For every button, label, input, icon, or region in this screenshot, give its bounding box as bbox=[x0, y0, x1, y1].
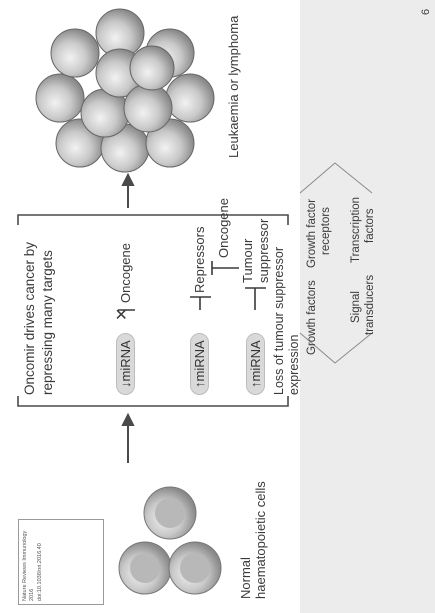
transcription-factors-line2: factors bbox=[364, 208, 376, 243]
growth-factors-label: Growth factors bbox=[306, 280, 318, 355]
oncomir-brackets bbox=[17, 214, 289, 407]
transcription-factors-line1: Transcription bbox=[350, 196, 362, 263]
loss-label-line2: expression bbox=[287, 334, 301, 395]
cancer-label: Leukaemia or lymphoma bbox=[226, 15, 241, 158]
inhibition-marks bbox=[118, 261, 266, 311]
row1-x-mark: ✕ bbox=[114, 307, 131, 321]
cancer-cell bbox=[129, 45, 175, 91]
arrow-normal-to-oncomir bbox=[121, 412, 135, 463]
row2-repressors-label: Repressors bbox=[192, 226, 207, 293]
cancer-cell bbox=[123, 83, 173, 133]
arrow-oncomir-to-cancer bbox=[121, 172, 135, 208]
cancer-cell-cluster bbox=[35, 8, 215, 173]
mirna-down-pill: ↓miRNA bbox=[116, 333, 135, 395]
page-number: 6 bbox=[420, 8, 432, 15]
row2-oncogene-label: Oncogene bbox=[216, 198, 231, 258]
growth-factor-receptors-line2: receptors bbox=[320, 207, 332, 255]
oncomir-heading-line1: Oncomir drives cancer by bbox=[22, 241, 37, 395]
row3-suppressor-label: suppressor bbox=[256, 218, 271, 283]
cancer-cell bbox=[145, 118, 195, 168]
loss-label-line1: Loss of tumour suppressor bbox=[272, 247, 286, 395]
target-chevron bbox=[299, 162, 373, 364]
mirna-up-pill-suppressor: ↑miRNA bbox=[246, 333, 265, 395]
normal-cells-label: Normal haematopoietic cells bbox=[238, 481, 268, 599]
signal-transducers-line1: Signal bbox=[350, 291, 362, 323]
row3-tumour-label: Tumour bbox=[240, 238, 255, 283]
cancer-cell bbox=[35, 73, 85, 123]
growth-factor-receptors-line1: Growth factor bbox=[306, 198, 318, 268]
cancer-cell bbox=[50, 28, 100, 78]
row1-oncogene-label: Oncogene bbox=[118, 243, 133, 303]
oncomir-heading-line2: repressing many targets bbox=[40, 250, 55, 395]
normal-cells bbox=[118, 486, 222, 595]
signal-transducers-line2: transducers bbox=[364, 274, 376, 335]
cancer-cell bbox=[165, 73, 215, 123]
mirna-up-pill-repressors: ↑miRNA bbox=[190, 333, 209, 395]
